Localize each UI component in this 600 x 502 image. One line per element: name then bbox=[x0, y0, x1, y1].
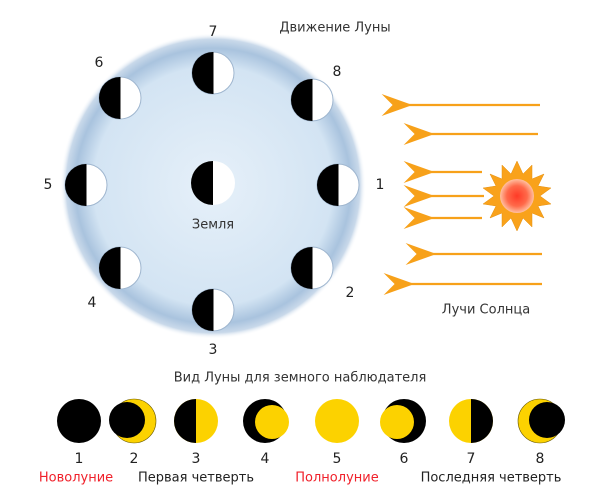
diagram-title: Движение Луны bbox=[279, 20, 391, 36]
phase-6-icon bbox=[380, 399, 426, 443]
orbit-number-4: 4 bbox=[87, 295, 97, 311]
moon-position-8 bbox=[290, 78, 334, 122]
earth-label: Земля bbox=[191, 217, 235, 233]
moon-position-6 bbox=[98, 76, 142, 120]
phase-number-3: 3 bbox=[191, 451, 201, 467]
phase-8-icon bbox=[517, 398, 565, 444]
orbit-number-5: 5 bbox=[43, 177, 53, 193]
orbit-number-1: 1 bbox=[375, 177, 385, 193]
phase-number-5: 5 bbox=[332, 451, 342, 467]
caption-last-quarter: Последняя четверть bbox=[420, 470, 562, 486]
moon-position-2 bbox=[290, 246, 334, 290]
earth-icon bbox=[191, 161, 235, 205]
phase-number-8: 8 bbox=[535, 451, 545, 467]
orbit-number-7: 7 bbox=[208, 24, 218, 40]
phase-number-7: 7 bbox=[466, 451, 476, 467]
caption-full-moon: Полнолуние bbox=[295, 470, 379, 486]
moon-position-3 bbox=[191, 288, 235, 332]
phase-7-last-quarter-icon bbox=[449, 399, 493, 443]
orbit-number-6: 6 bbox=[94, 55, 104, 71]
caption-first-quarter: Первая четверть bbox=[137, 470, 255, 486]
sun-rays bbox=[381, 94, 542, 295]
sun-rays-label: Лучи Солнца bbox=[441, 302, 531, 318]
phase-4-icon bbox=[243, 399, 289, 443]
phase-number-1: 1 bbox=[74, 451, 84, 467]
moon-position-5 bbox=[64, 163, 108, 207]
phase-number-2: 2 bbox=[129, 451, 139, 467]
caption-new-moon: Новолуние bbox=[38, 470, 114, 486]
observer-view-title: Вид Луны для земного наблюдателя bbox=[173, 370, 427, 386]
moon-position-7 bbox=[191, 51, 235, 95]
phase-number-4: 4 bbox=[260, 451, 270, 467]
phase-5-full-moon-icon bbox=[315, 399, 359, 443]
moon-position-1 bbox=[316, 163, 360, 207]
phase-strip bbox=[57, 398, 565, 444]
sun-icon bbox=[482, 160, 552, 232]
phase-2-icon bbox=[109, 398, 157, 444]
orbit-number-8: 8 bbox=[332, 64, 342, 80]
phase-1-new-moon-icon bbox=[57, 399, 101, 443]
phase-3-first-quarter-icon bbox=[174, 399, 218, 443]
phase-number-6: 6 bbox=[399, 451, 409, 467]
orbit-number-3: 3 bbox=[208, 342, 218, 358]
orbit-number-2: 2 bbox=[345, 285, 355, 301]
moon-position-4 bbox=[98, 246, 142, 290]
